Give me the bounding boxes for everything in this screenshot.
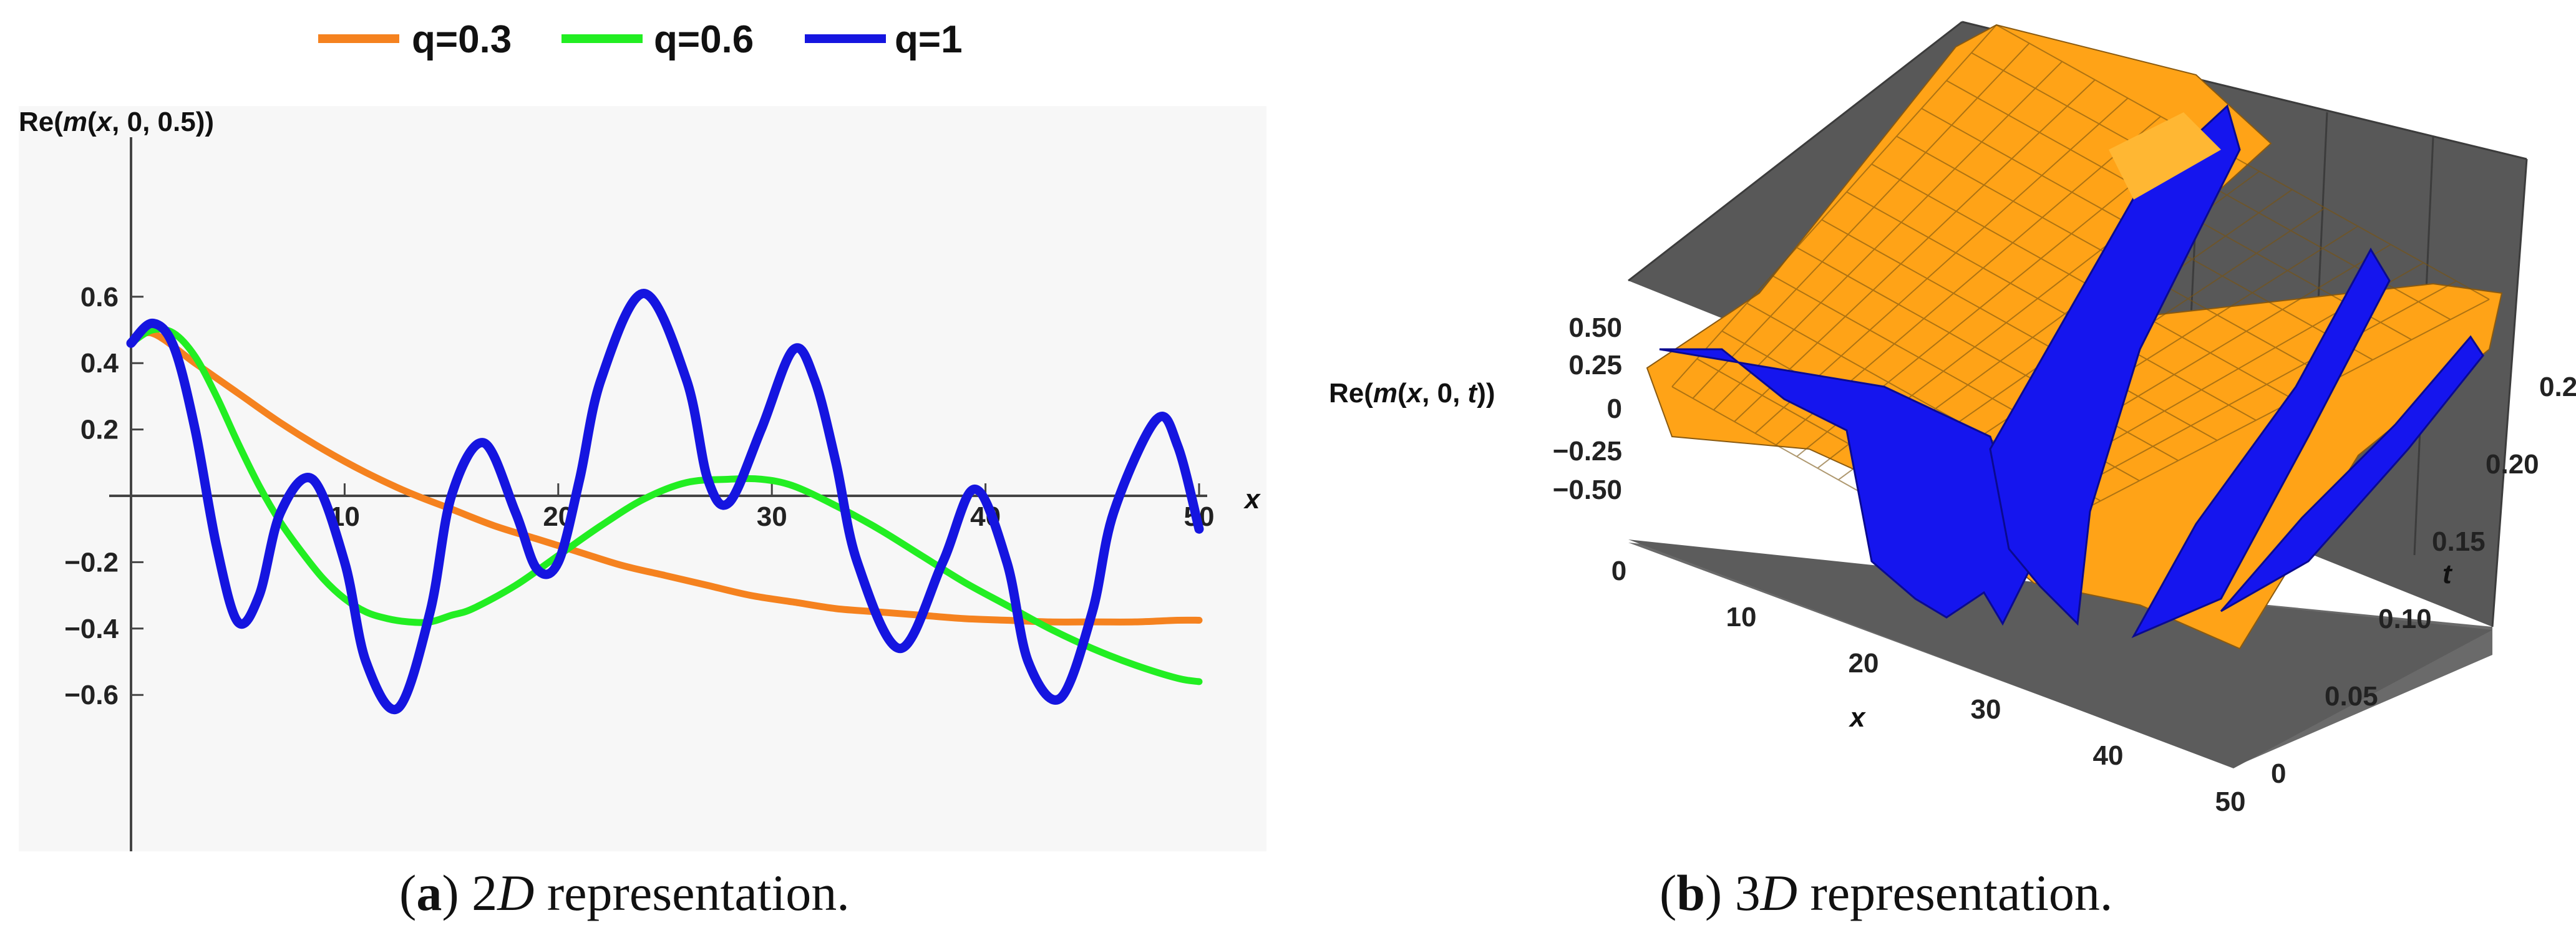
y-tick-label: −0.6	[64, 680, 119, 710]
series-line-q06	[127, 326, 1203, 685]
x-tick-label: 20	[1849, 648, 1879, 679]
panel-a: Re(m(x, 0, 0.5)) x 0.6 0.4 0.2 −0.2 −0.4 −0.6…	[19, 106, 1266, 851]
x-axis-label: x	[1849, 702, 1866, 733]
floor	[1628, 539, 2492, 768]
y-tick-label: −0.4	[64, 614, 119, 644]
panel-b: Re(m(x, 0, t)) 0.50 0.25 0 −0.25 −0.50 0 10 20…	[1329, 21, 2576, 817]
caption-a: (a) 2D representation.	[399, 864, 850, 921]
x-axis-label: x	[1243, 484, 1261, 515]
t-axis-label: t	[2442, 559, 2453, 589]
y-tick-label: 0.6	[80, 282, 119, 312]
mesh-line	[1821, 219, 2218, 442]
legend-item-q1: q=1	[805, 18, 963, 61]
t-tick-label: 0.25	[2539, 372, 2576, 402]
legend-label: q=0.3	[412, 18, 512, 61]
mesh-line	[1734, 79, 2096, 422]
caption-b: (b) 3D representation.	[1660, 864, 2113, 921]
surface-bottom-left	[1659, 348, 2035, 626]
t-tick-label: 0.15	[2432, 526, 2486, 557]
z-tick-label: −0.25	[1553, 436, 1622, 467]
y-tick-label: 0.4	[80, 348, 119, 379]
x-tick-label: 30	[1971, 694, 2001, 725]
x-ticks: 0 10 20 30 40 50	[1611, 556, 2246, 817]
mesh-line	[1671, 24, 1997, 387]
y-ticks: 0.6 0.4 0.2 −0.2 −0.4 −0.6	[64, 282, 143, 710]
legend: q=0.3 q=0.6 q=1	[318, 18, 963, 61]
z-axis-label: Re(m(x, 0, t))	[1329, 378, 1495, 409]
mesh-line	[1996, 24, 2490, 300]
plot-background	[19, 106, 1266, 851]
y-tick-label: 0.2	[80, 415, 119, 445]
t-tick-label: 0.20	[2486, 449, 2539, 480]
legend-item-q06: q=0.6	[561, 18, 754, 61]
x-tick-label: 10	[1726, 602, 1757, 632]
series-lines	[126, 288, 1204, 715]
x-tick-label: 0	[1611, 556, 1626, 586]
z-tick-label: 0	[1607, 394, 1622, 424]
mesh-line	[1692, 42, 2030, 399]
y-tick-label: −0.2	[64, 547, 119, 578]
y-axis-label: Re(m(x, 0, 0.5))	[19, 107, 214, 137]
t-tick-label: 0.10	[2378, 604, 2432, 634]
t-ticks: 0 0.05 0.10 0.15 0.20 0.25	[2271, 372, 2576, 789]
surface-bottom-ridge-3	[2220, 335, 2484, 612]
legend-label: q=0.6	[654, 18, 754, 61]
x-tick-label: 50	[2215, 786, 2246, 817]
series-line-q1	[126, 288, 1204, 715]
surface-highlight	[2109, 112, 2221, 200]
z-ticks: 0.50 0.25 0 −0.25 −0.50	[1553, 312, 1622, 505]
t-tick-label: 0.05	[2325, 681, 2378, 712]
x-tick-label: 40	[2093, 740, 2124, 771]
surface-bottom-ridge-2	[2131, 247, 2391, 639]
mesh-line	[1871, 163, 2295, 401]
legend-item-q03: q=0.3	[318, 18, 512, 61]
z-tick-label: 0.25	[1568, 350, 1622, 380]
mesh-line	[1846, 191, 2257, 421]
mesh-line	[1713, 60, 2063, 411]
z-tick-label: 0.50	[1568, 312, 1622, 343]
x-tick-label: 30	[757, 501, 787, 532]
t-tick-label: 0	[2271, 758, 2286, 789]
legend-label: q=1	[895, 18, 963, 61]
z-tick-label: −0.50	[1553, 475, 1622, 505]
